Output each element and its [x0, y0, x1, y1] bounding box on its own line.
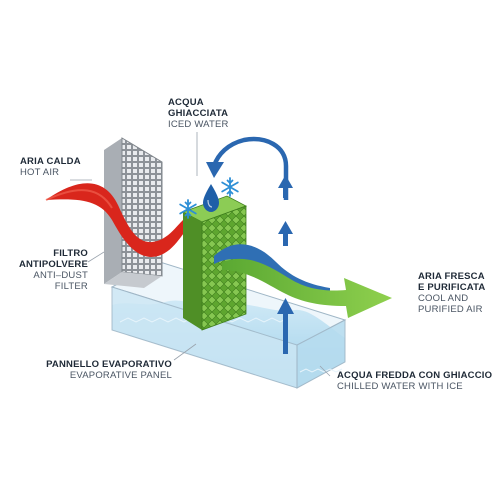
chilled-water-it: ACQUA FREDDA CON GHIACCIO: [337, 370, 493, 381]
iced-water-it-1: ACQUA: [168, 97, 204, 108]
label-hot-air: ARIA CALDA HOT AIR: [20, 156, 81, 178]
dust-filter-en: ANTI–DUST FILTER: [33, 270, 88, 292]
snowflake-icon: [179, 177, 239, 219]
label-chilled-water: ACQUA FREDDA CON GHIACCIO CHILLED WATER …: [337, 370, 492, 392]
fresh-air-it-2: E PURIFICATA: [418, 282, 486, 293]
label-fresh-air: ARIA FRESCA E PURIFICATA COOL AND PURIFI…: [418, 271, 486, 315]
evaporative-panel-en: EVAPORATIVE PANEL: [69, 370, 172, 381]
fresh-air-it-1: ARIA FRESCA: [418, 271, 485, 282]
label-evaporative-panel: PANNELLO EVAPORATIVO EVAPORATIVE PANEL: [12, 359, 172, 381]
fresh-air-stream: [214, 244, 392, 318]
evaporative-panel-it: PANNELLO EVAPORATIVO: [46, 359, 172, 370]
up-arrow-icon: [277, 175, 294, 354]
fresh-air-en-1: COOL AND: [418, 293, 469, 304]
label-iced-water: ACQUA GHIACCIATA ICED WATER: [168, 97, 229, 130]
iced-water-it-2: GHIACCIATA: [168, 108, 229, 119]
fresh-air-arrow: [222, 258, 392, 318]
label-dust-filter: FILTRO ANTIPOLVERE ANTI–DUST FILTER: [0, 248, 88, 292]
fresh-air-en-2: PURIFIED AIR: [418, 304, 483, 315]
hot-air-stream: [46, 183, 196, 257]
water-drop-icon: [203, 184, 219, 212]
hot-air-it: ARIA CALDA: [20, 156, 81, 167]
leader-lines: [70, 132, 331, 377]
dust-filter-it-1: FILTRO: [53, 248, 88, 259]
hot-air-en: HOT AIR: [20, 167, 60, 178]
chilled-water-en: CHILLED WATER WITH ICE: [337, 381, 463, 392]
circulation-arrow-icon: [206, 136, 289, 200]
dust-filter-it-2: ANTIPOLVERE: [18, 259, 88, 270]
iced-water-en: ICED WATER: [168, 119, 229, 130]
